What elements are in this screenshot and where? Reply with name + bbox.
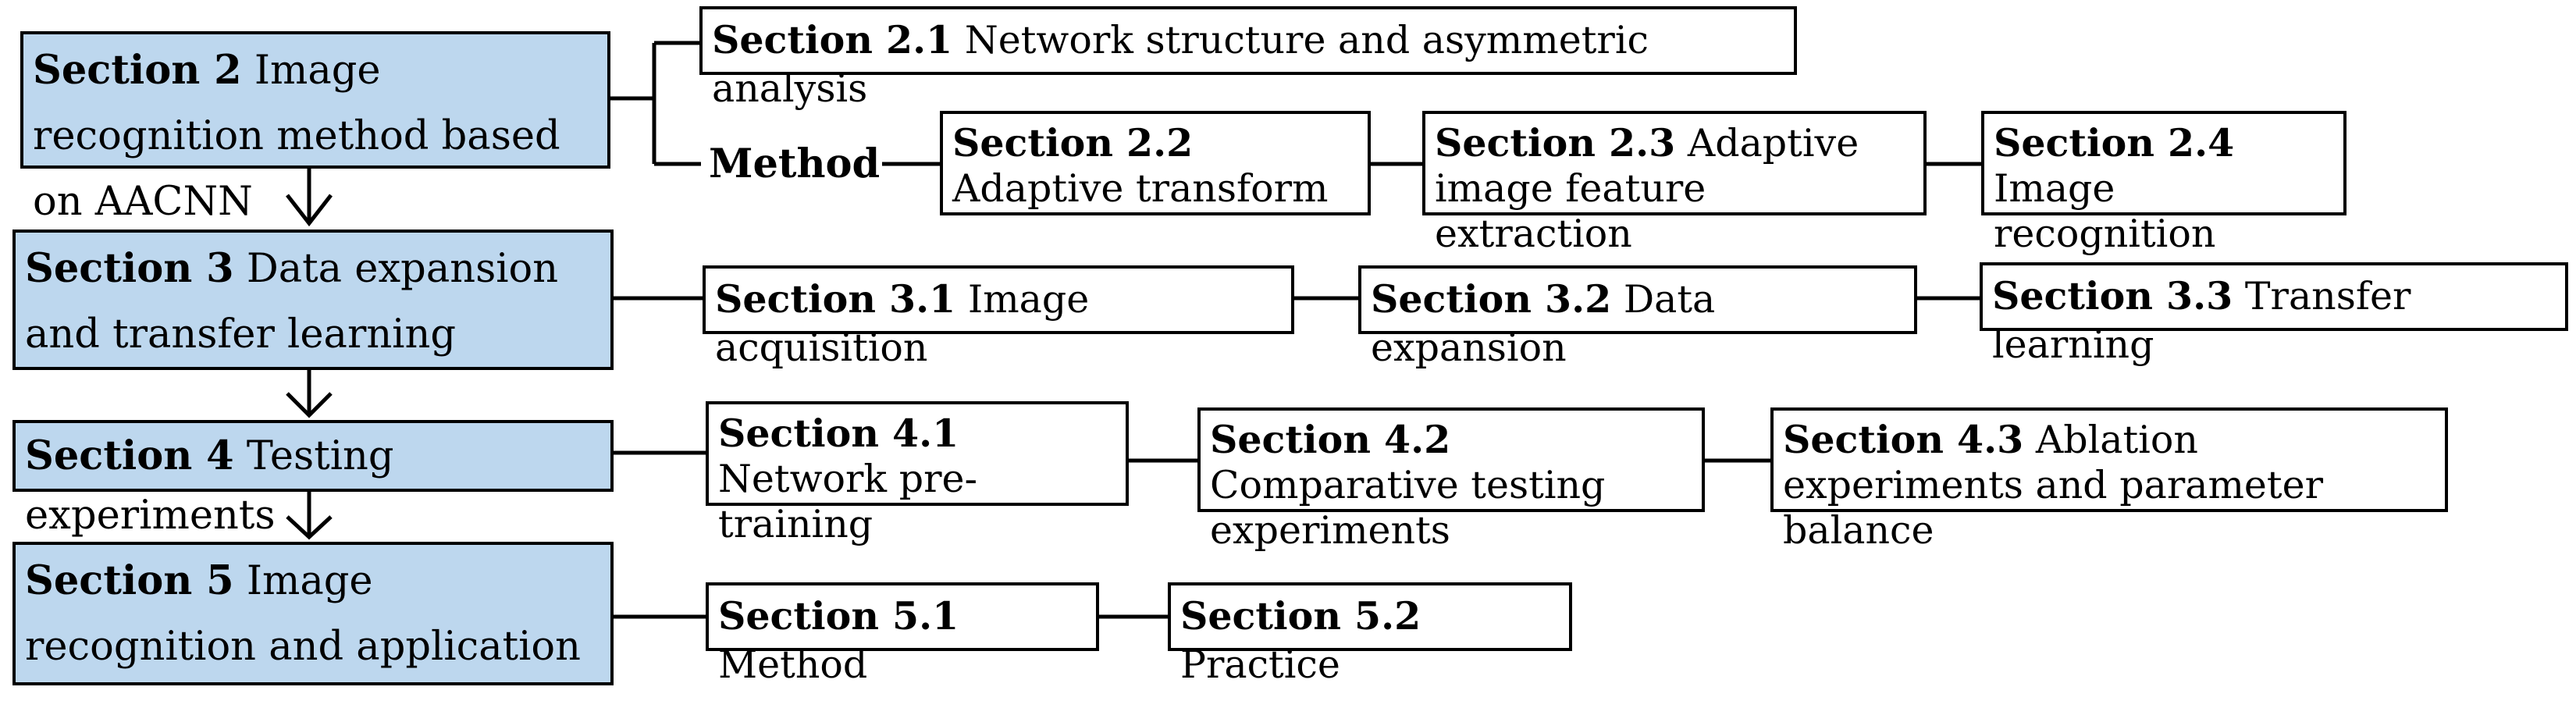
- box-section-3-2: Section 3.2 Data expansion: [1358, 265, 1917, 370]
- section-2-1-bold: Section 2.1: [712, 17, 953, 62]
- box-section-2-3: Section 2.3 Adaptive image feature extra…: [1422, 111, 1927, 256]
- box-section-2-4: Section 2.4 Image recognition: [1981, 111, 2347, 256]
- box-section-5-1: Section 5.1 Method: [706, 582, 1099, 687]
- section-5-1-text: Method: [718, 642, 868, 687]
- main-box-section-4: Section 4 Testing experiments: [12, 420, 614, 539]
- main-box-section-3-bold: Section 3: [25, 245, 234, 292]
- main-box-section-5-text: Image recognition and application: [25, 558, 581, 670]
- section-2-1-text: Network structure and asymmetric analysi…: [712, 18, 1649, 111]
- section-2-4-text: Image recognition: [1994, 166, 2216, 256]
- main-box-section-4-bold: Section 4: [25, 432, 234, 479]
- section-4-2-text: Comparative testing experiments: [1210, 463, 1606, 553]
- section-2-4-bold: Section 2.4: [1994, 120, 2235, 165]
- main-box-section-3-text: Data expansion and transfer learning: [25, 246, 559, 358]
- box-section-5-2: Section 5.2 Practice: [1168, 582, 1572, 687]
- method-label: Method: [709, 141, 881, 187]
- main-box-section-2-bold: Section 2: [33, 47, 242, 94]
- box-section-4-3: Section 4.3 Ablation experiments and par…: [1770, 407, 2448, 553]
- section-2-3-text: Adaptive image feature extraction: [1435, 121, 1859, 256]
- box-section-3-3: Section 3.3 Transfer learning: [1980, 262, 2568, 367]
- section-3-2-text: Data expansion: [1371, 277, 1716, 370]
- box-section-2-1: Section 2.1 Network structure and asymme…: [699, 6, 1797, 111]
- box-section-2-2: Section 2.2 Adaptive transform: [940, 111, 1371, 215]
- section-3-1-bold: Section 3.1: [715, 276, 956, 322]
- section-5-2-text: Practice: [1180, 642, 1340, 687]
- main-box-section-3: Section 3 Data expansion and transfer le…: [12, 230, 614, 370]
- box-section-4-2: Section 4.2 Comparative testing experime…: [1197, 407, 1705, 553]
- section-3-1-text: Image acquisition: [715, 277, 1090, 370]
- section-2-2-bold: Section 2.2: [952, 120, 1194, 165]
- section-2-2-text: Adaptive transform: [952, 166, 1329, 211]
- section-4-3-bold: Section 4.3: [1783, 417, 2024, 462]
- section-4-1-text: Network pre-training: [718, 457, 978, 546]
- main-box-section-5-bold: Section 5: [25, 557, 234, 604]
- section-5-2-bold: Section 5.2: [1180, 593, 1421, 639]
- main-box-section-5: Section 5 Image recognition and applicat…: [12, 542, 614, 685]
- section-3-3-bold: Section 3.3: [1992, 273, 2233, 318]
- section-3-3-text: Transfer learning: [1992, 274, 2411, 367]
- box-section-4-1: Section 4.1 Network pre-training: [706, 401, 1129, 546]
- section-2-3-bold: Section 2.3: [1435, 120, 1676, 165]
- section-4-1-bold: Section 4.1: [718, 411, 959, 456]
- section-4-3-text: Ablation experiments and parameter balan…: [1783, 418, 2324, 553]
- main-box-section-4-text: Testing experiments: [25, 433, 394, 539]
- main-box-section-2: Section 2 Image recognition method based…: [20, 31, 610, 225]
- box-section-3-1: Section 3.1 Image acquisition: [703, 265, 1294, 370]
- section-4-2-bold: Section 4.2: [1210, 417, 1451, 462]
- section-3-2-bold: Section 3.2: [1371, 276, 1612, 322]
- main-box-section-2-text: Image recognition method based on AACNN: [33, 48, 560, 225]
- section-5-1-bold: Section 5.1: [718, 593, 959, 639]
